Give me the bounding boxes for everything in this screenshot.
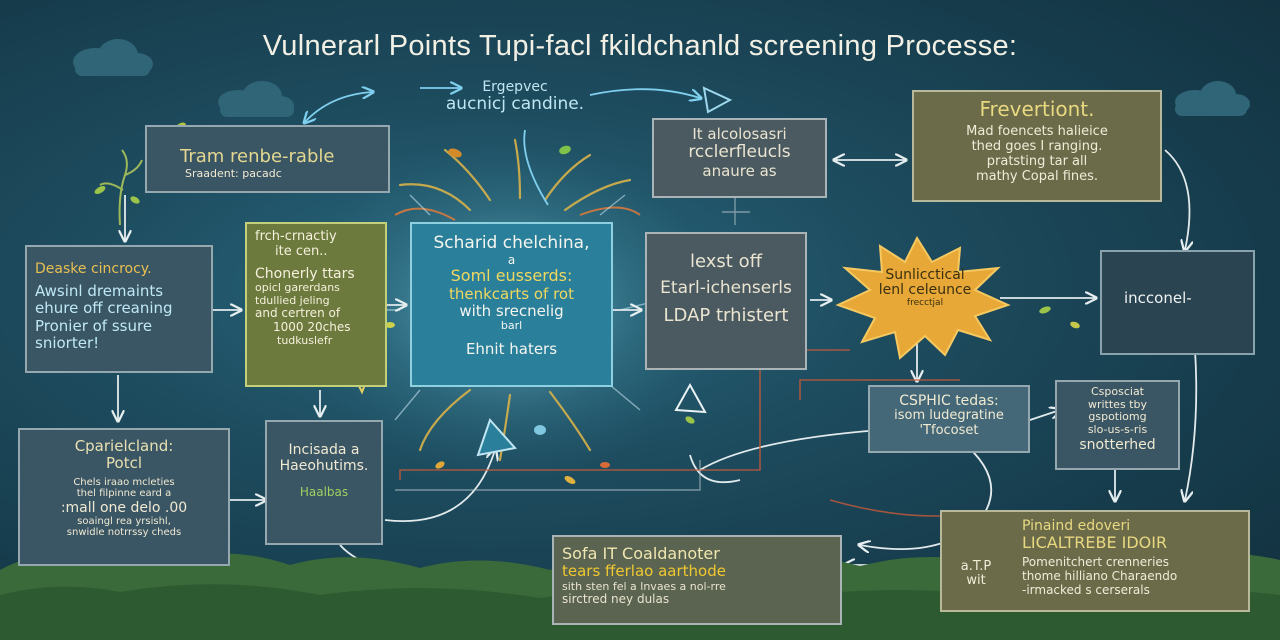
sapling-icon <box>99 149 143 226</box>
incconel-box: incconel- <box>1100 250 1255 355</box>
wiring-lines-light <box>395 195 750 491</box>
schari-line2: a <box>507 252 516 267</box>
cloud-icon <box>1175 81 1250 116</box>
top-center-line3: anaure as <box>702 161 777 180</box>
frevertiant-box: Frevertiont. Mad foencets halieice thed … <box>912 90 1162 202</box>
atp-line1: a.T.P <box>960 559 992 574</box>
lexst-line3: LDAP trhistert <box>663 305 789 327</box>
diagram-title: Vulnerarl Points Tupi-facl fkildchanld s… <box>262 30 1018 62</box>
cloud-icon <box>218 81 294 117</box>
pianaind-line3: -irmacked s cerserals <box>1022 583 1150 598</box>
frevertiant-title: Frevertiont. <box>979 97 1095 121</box>
top-center-line2: rcclerfleucls <box>688 142 791 163</box>
burst-line2: lenl celeunce <box>878 282 972 299</box>
olive-line7: 1000 20ches <box>273 320 351 335</box>
csposial-line2: writtes tby <box>1087 397 1147 411</box>
parielcland-title2: Potcl <box>106 454 142 473</box>
lexst-line2: Etarl-ichenserls <box>660 277 792 298</box>
pianaind-title: Pinaind edoveri <box>1022 518 1131 534</box>
olive-line4: opicl garerdans <box>255 280 340 294</box>
olive-line8: tudkuslefr <box>277 333 333 347</box>
sofa-line4: sirctred ney dulas <box>562 592 670 607</box>
schari-line3: Soml eusserds: <box>450 266 573 286</box>
sofa-line3: sith sten fel a lnvaes a nol-rre <box>562 579 726 593</box>
csphic-line2: isom ludegratine <box>894 408 1004 424</box>
frevertiant-line4: mathy Copal fines. <box>975 168 1099 184</box>
olive-line3: Chonerly ttars <box>255 265 355 282</box>
deasks-line2: ehure off creaning <box>35 299 173 318</box>
incisada-line2: Haeohutims. <box>279 458 369 475</box>
parielcland-line2: thel filpinne eard a <box>76 488 172 499</box>
schari-line5: with srecnelig <box>459 301 564 320</box>
burst-line3: frecctjal <box>906 297 944 308</box>
burst-line1: Sunlicctical <box>885 267 965 283</box>
csphic-box: CSPHIC tedas: isom ludegratine 'Tfocoset <box>868 385 1030 453</box>
pianaind-line2: thome hilliano Charaendo <box>1022 569 1178 584</box>
pianaind-line1: Pomenitchert crenneries <box>1022 555 1170 570</box>
csposial-line1: Csposciat <box>1090 385 1144 398</box>
lexst-line1: lexst off <box>690 251 762 272</box>
deasks-title: Deaske cincrocy. <box>35 261 152 277</box>
parielcland-line5: snwidle notrrssy cheds <box>66 527 182 539</box>
top-floating-label: Ergepvec aucnicj candine. <box>425 79 605 115</box>
incisada-box: Incisada a Haeohutims. Haalbas <box>265 420 383 545</box>
atp-line2: wit <box>966 572 986 588</box>
burst-label: Sunlicctical lenl celeunce frecctjal <box>840 267 1010 309</box>
atp-label: a.T.P wit <box>948 560 1004 587</box>
schari-box: Scharid chelchina, a Soml eusserds: then… <box>410 222 613 387</box>
pianaind-title2: LICALTREBE IDOIR <box>1022 533 1168 553</box>
schari-line6: barl <box>500 319 523 333</box>
parielcland-line1: Chels iraao mcleties <box>73 476 175 488</box>
csposial-line5: snotterhed <box>1079 436 1156 453</box>
frevertiant-line1: Mad foencets halieice <box>966 124 1108 139</box>
sofa-line1: Sofa IT Coaldanoter <box>562 544 720 563</box>
schari-line7: Ehnit haters <box>465 339 558 358</box>
csposial-line4: slo-us-s-ris <box>1087 422 1148 436</box>
olive-line5: tdullied jeling <box>255 293 330 307</box>
top-center-line1: It alcolosasri <box>692 125 787 143</box>
top-label-line2: aucnicj candine. <box>445 94 585 115</box>
frevertiant-line3: pratsting tar all <box>986 153 1088 169</box>
csposial-line3: gspotiomg <box>1088 410 1147 424</box>
deasks-line3: Pronier of ssure <box>35 316 153 335</box>
olive-line2: ite cen.. <box>275 243 328 259</box>
parielcland-line3: :mall one delo .00 <box>60 499 188 516</box>
parielcland-box: Cparielcland: Potcl Chels iraao mcleties… <box>18 428 230 566</box>
train-box: Tram renbe-rable Sraadent: pacadc <box>145 125 390 193</box>
incisada-line3: Haalbas <box>299 485 349 500</box>
cloud-icon <box>73 39 153 76</box>
schari-line4: thenkcarts of rot <box>448 284 574 303</box>
center-rays <box>398 138 632 462</box>
csphic-line3: 'Tfocoset <box>919 423 979 439</box>
incisada-line1: Incisada a <box>288 442 360 458</box>
incconel-label: incconel- <box>1124 289 1192 307</box>
parielcland-line4: soaingl rea yrsishl, <box>77 515 171 527</box>
deasks-line4: sniorter! <box>35 333 100 352</box>
top-label-line1: Ergepvec <box>482 79 548 95</box>
sofa-line2: tears fferlao aarthode <box>562 562 726 581</box>
frevertiant-line2: thed goes I ranging. <box>971 138 1103 154</box>
deasks-box: Deaske cincrocy. Awsinl dremaints ehure … <box>25 245 213 373</box>
parielcland-title: Cparielcland: <box>74 437 174 455</box>
olive-line6: and certren of <box>255 306 341 321</box>
train-line2: Sraadent: pacadc <box>185 166 282 180</box>
lexst-box: lexst off Etarl-ichenserls LDAP trhister… <box>645 232 807 370</box>
olive-box: frch-crnactiy ite cen.. Chonerly ttars o… <box>245 222 387 387</box>
train-line1: Tram renbe-rable <box>180 146 335 167</box>
csphic-line1: CSPHIC tedas: <box>899 393 999 409</box>
pianaind-box: Pinaind edoveri LICALTREBE IDOIR Pomenit… <box>940 510 1250 612</box>
olive-line1: frch-crnactiy <box>255 229 337 244</box>
center-rays-orange <box>394 206 641 221</box>
top-center-box: It alcolosasri rcclerfleucls anaure as <box>652 118 827 198</box>
burst-star <box>835 235 1011 360</box>
sofa-box: Sofa IT Coaldanoter tears fferlao aartho… <box>552 535 842 625</box>
schari-line1: Scharid chelchina, <box>433 233 590 253</box>
csposial-box: Csposciat writtes tby gspotiomg slo-us-s… <box>1055 380 1180 470</box>
deasks-line1: Awsinl dremaints <box>35 282 164 301</box>
